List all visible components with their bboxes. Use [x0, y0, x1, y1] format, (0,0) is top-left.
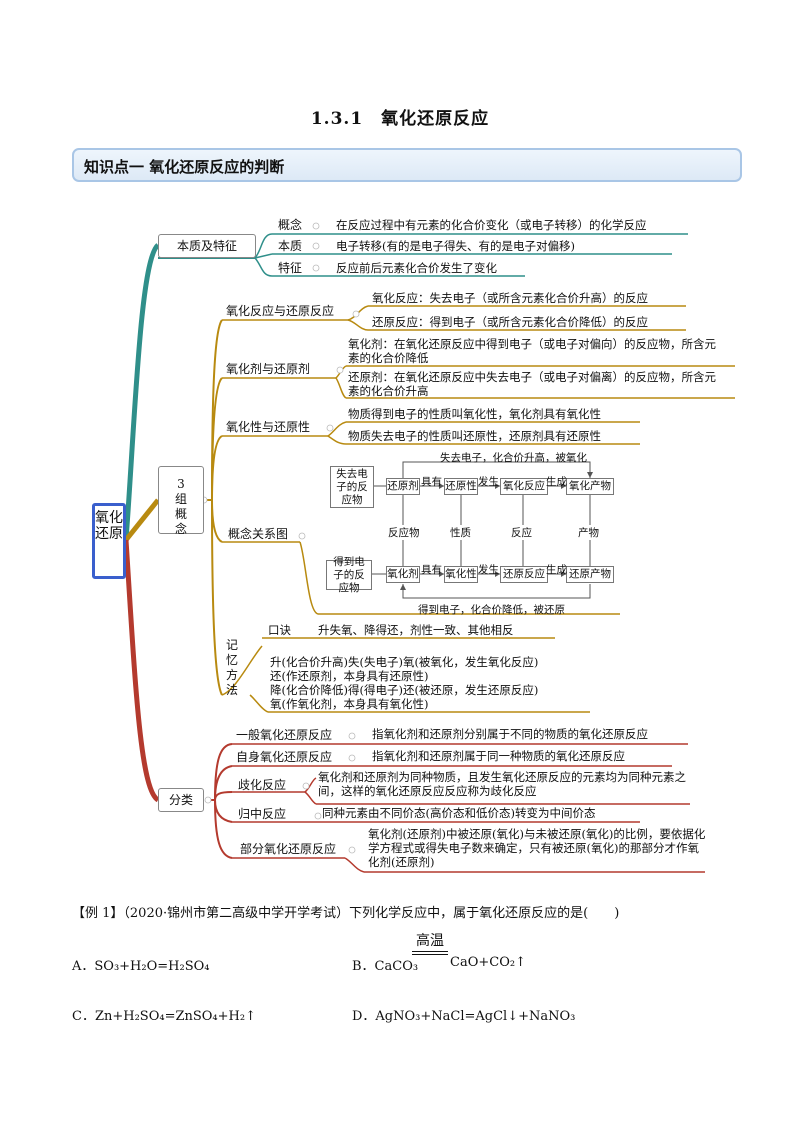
diagram-side-top-label: 失去电子的反应物 [336, 467, 368, 506]
page-title: 1.3.1 氧化还原反应 [310, 109, 490, 129]
g3-item-reducing: 物质失去电子的性质叫还原性，还原剂具有还原性 [348, 429, 601, 443]
diagram-top-arrow-label: 失去电子，化合价升高，被氧化 [440, 452, 587, 464]
example-stem: 【例 1】（2020·锦州市第二高级中学开学考试）下列化学反应中，属于氧化还原反… [72, 906, 620, 921]
branch-classification: 分类 [158, 788, 204, 812]
b1-key-concept: 概念 [278, 218, 303, 232]
diagram-bottom-arrow-label: 得到电子，化合价降低，被还原 [418, 604, 565, 616]
diagram-side-bottom-label: 得到电子的反应物 [333, 555, 365, 594]
b3-key-comproportionation: 归中反应 [238, 807, 287, 821]
g5-line-2: 还(作还原剂，本身具有还原性) [270, 669, 429, 683]
option-a[interactable]: A．SO₃+H₂O=H₂SO₄ [72, 959, 210, 974]
b3-text-general: 指氧化剂和还原剂分别属于不同的物质的氧化还原反应 [372, 727, 648, 741]
diagram-top-oxidation: 氧化反应 [500, 478, 548, 495]
b1-text-essence: 电子转移(有的是电子得失、有的是电子对偏移) [336, 239, 575, 253]
diagram-col-property: 性质 [450, 525, 471, 540]
branch-essence-label: 本质及特征 [176, 239, 237, 253]
branch-three-concepts: 3组概念 [158, 466, 204, 536]
b1-text-feature: 反应前后元素化合价发生了变化 [336, 261, 497, 275]
diagram-bottom-oxidizing: 氧化性 [444, 566, 478, 583]
b3-key-disproportionation: 歧化反应 [238, 778, 287, 792]
g1-item-reduction: 还原反应：得到电子（或所含元素化合价降低）的反应 [372, 315, 648, 329]
diagram-link-undergo-top: 发生 [478, 476, 499, 488]
diagram-bottom-redproduct: 还原产物 [566, 566, 614, 583]
b1-key-feature: 特征 [278, 261, 303, 275]
diagram-link-undergo-bottom: 发生 [478, 564, 499, 576]
g2-item-oxidant: 氧化剂：在氧化还原反应中得到电子（或电子对偏向）的反应物，所含元素的化合价降低 [348, 337, 716, 365]
branch-three-concepts-label: 3组概念 [174, 477, 187, 536]
g5-line-3: 降(化合价降低)得(得电子)还(被还原，发生还原反应) [270, 683, 539, 697]
g3-label: 氧化性与还原性 [226, 420, 311, 434]
b3-text-self: 指氧化剂和还原剂属于同一种物质的氧化还原反应 [372, 749, 625, 763]
g5-mnemonic: 升失氧、降得还，剂性一致、其他相反 [318, 623, 514, 637]
diagram-col-product: 产物 [578, 525, 599, 540]
g4-label: 概念关系图 [228, 527, 289, 541]
diagram-col-reactant: 反应物 [388, 525, 420, 540]
branch-essence: 本质及特征 [158, 234, 256, 258]
diagram-link-have-bottom: 具有 [421, 564, 442, 576]
g5-line-1: 升(化合价升高)失(失电子)氧(被氧化，发生氧化反应) [270, 655, 539, 669]
g1-label: 氧化反应与还原反应 [226, 304, 335, 318]
option-d[interactable]: D．AgNO₃+NaCl=AgCl↓+NaNO₃ [352, 1009, 576, 1024]
diagram-link-have-top: 具有 [421, 476, 442, 488]
b3-text-partial: 氧化剂(还原剂)中被还原(氧化)与未被还原(氧化)的比例，要依据化学方程式或得失… [368, 827, 706, 869]
b3-key-partial: 部分氧化还原反应 [240, 842, 337, 856]
b3-text-disproportionation: 氧化剂和还原剂为同种物质，且发生氧化还原反应的元素均为同种元素之间，这样的氧化还… [318, 770, 686, 798]
g2-item-reductant: 还原剂：在氧化还原反应中失去电子（或电子对偏离）的反应物，所含元素的化合价升高 [348, 370, 716, 398]
g3-item-oxidizing: 物质得到电子的性质叫氧化性，氧化剂具有氧化性 [348, 407, 601, 421]
diagram-top-reductant: 还原剂 [386, 478, 420, 495]
reaction-condition-label: 高温 [416, 933, 444, 949]
diagram-side-bottom: 得到电子的反应物 [326, 556, 372, 594]
b3-key-general: 一般氧化还原反应 [236, 728, 333, 742]
diagram-top-oxproduct: 氧化产物 [566, 478, 614, 495]
diagram-col-reaction: 反应 [511, 525, 532, 540]
section-title: 知识点一 氧化还原反应的判断 [84, 158, 285, 176]
section-header [72, 148, 742, 182]
g5-label: 记忆方法 [226, 638, 239, 697]
option-c[interactable]: C．Zn+H₂SO₄=ZnSO₄+H₂↑ [72, 1009, 256, 1024]
diagram-bottom-oxidant: 氧化剂 [386, 566, 420, 583]
b3-key-self: 自身氧化还原反应 [236, 750, 333, 764]
g1-item-oxidation: 氧化反应：失去电子（或所含元素化合价升高）的反应 [372, 291, 648, 305]
b1-key-essence: 本质 [278, 239, 303, 253]
g5-mnemonic-key: 口诀 [268, 623, 291, 637]
g2-label: 氧化剂与还原剂 [226, 362, 311, 376]
g5-line-4: 氧(作氧化剂，本身具有氧化性) [270, 697, 429, 711]
diagram-link-produce-bottom: 生成 [546, 564, 567, 576]
root-label: 氧化还原 [95, 510, 123, 542]
option-b[interactable]: B．CaCO₃ [352, 959, 419, 974]
diagram-side-top: 失去电子的反应物 [330, 466, 374, 508]
diagram-top-reducing: 还原性 [444, 478, 478, 495]
diagram-bottom-reduction: 还原反应 [500, 566, 548, 583]
b1-text-concept: 在反应过程中有元素的化合价变化（或电子转移）的化学反应 [336, 218, 647, 232]
reaction-condition: 高温 [412, 930, 448, 955]
b3-text-comproportionation: 同种元素由不同价态(高价态和低价态)转变为中间价态 [322, 806, 596, 820]
branch-classification-label: 分类 [168, 793, 193, 807]
mindmap-root: 氧化还原 [92, 503, 126, 579]
diagram-link-produce-top: 生成 [546, 476, 567, 488]
option-b-products: CaO+CO₂↑ [450, 955, 526, 970]
